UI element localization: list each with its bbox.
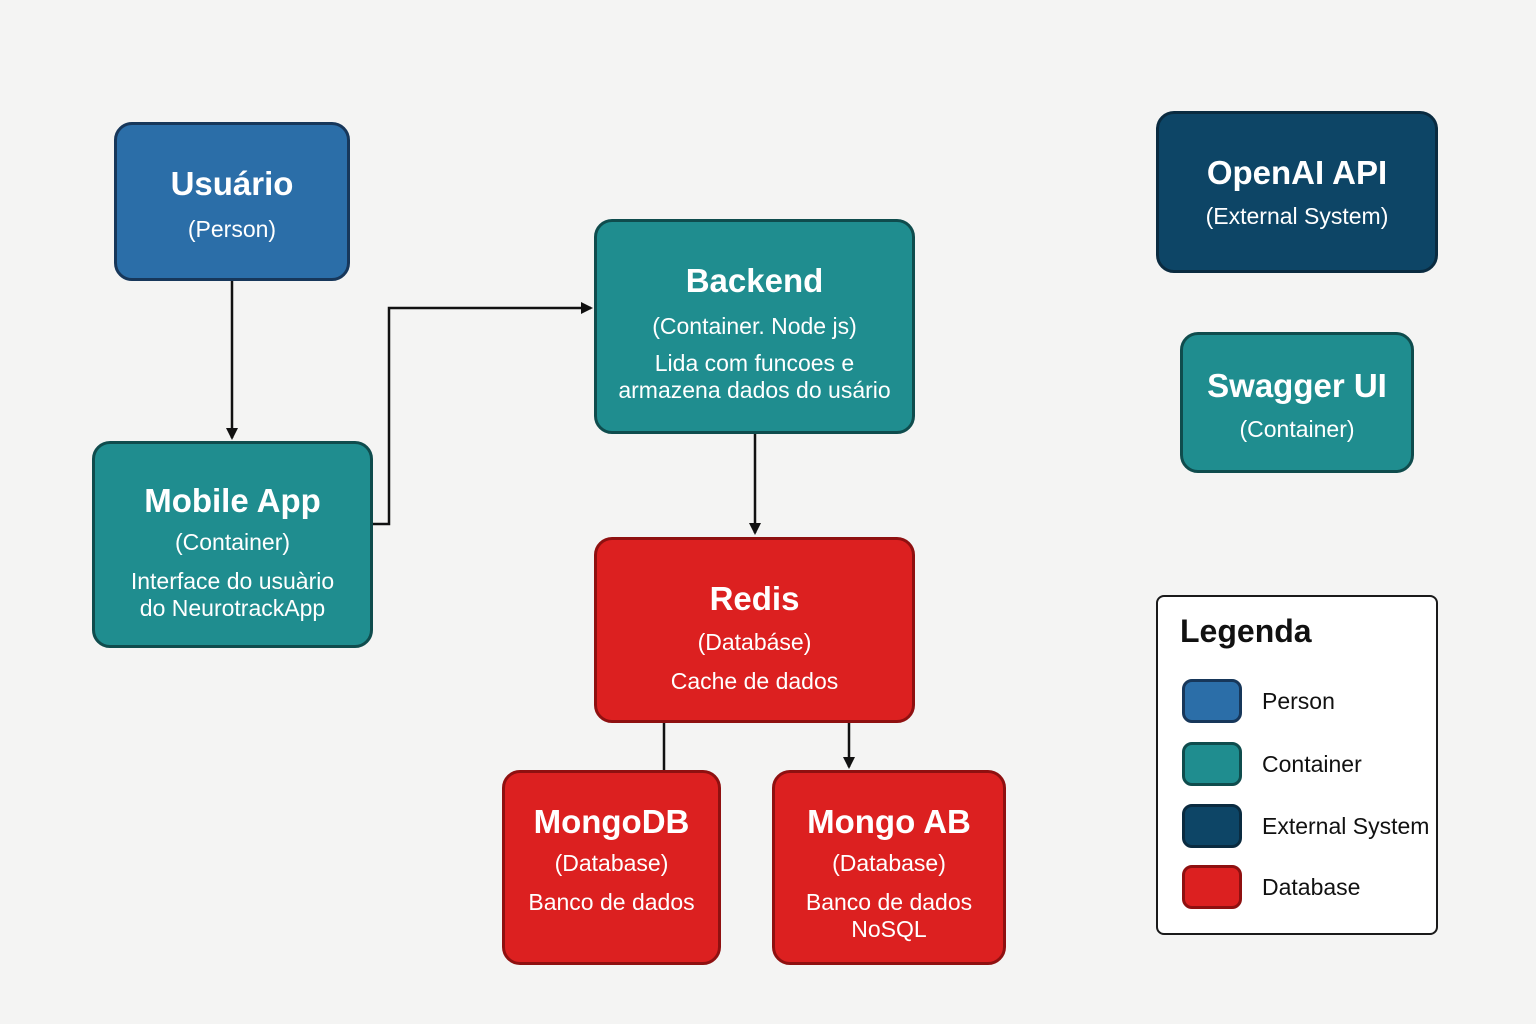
node-kind: (External System) [1205, 203, 1389, 229]
node-description-line: do NeurotrackApp [139, 595, 326, 621]
legend-item-container: Container [1180, 742, 1430, 790]
node-description-line: Lida com funcoes e [654, 350, 855, 376]
legend-item-person: Person [1180, 679, 1430, 727]
arrow-mobile-app-to-backend [372, 302, 593, 526]
node-kind: (Person) [187, 216, 277, 242]
node-title: MongoDB [533, 803, 690, 840]
node-kind: (Container) [174, 529, 291, 555]
node-kind: (Container) [1239, 416, 1355, 442]
mongo-ab-database-box: Mongo AB (Database) Banco de dados NoSQL [772, 770, 1006, 965]
redis-database-box: Redis (Databáse) Cache de dados [594, 537, 915, 723]
node-kind: (Database) [832, 850, 946, 876]
node-title: Mobile App [144, 482, 321, 519]
node-description-line: armazena dados do usário [618, 377, 891, 403]
mobile-app-container-box: Mobile App (Container) Interface do usuà… [92, 441, 373, 648]
mongodb-database-box: MongoDB (Database) Banco de dados [502, 770, 721, 965]
node-title: Mongo AB [807, 803, 971, 840]
node-description-line: Cache de dados [670, 668, 839, 694]
swagger-ui-container-box: Swagger UI (Container) [1180, 332, 1414, 473]
legend-swatch-container [1182, 742, 1242, 786]
usuario-person-box: Usuário (Person) [114, 122, 350, 281]
legend-label: Container [1262, 751, 1362, 777]
legend-swatch-database [1182, 865, 1242, 909]
node-title: Redis [709, 580, 800, 617]
legend-swatch-person [1182, 679, 1242, 723]
legend-label: Database [1262, 874, 1361, 900]
node-description-line: Banco de dados [805, 889, 973, 915]
node-description-line: Interface do usuàrio [130, 568, 335, 594]
legend-swatch-external-system [1182, 804, 1242, 848]
backend-container-box: Backend (Container. Node js) Lida com fu… [594, 219, 915, 434]
node-title: Swagger UI [1207, 367, 1387, 404]
legend-label: Person [1262, 688, 1335, 714]
legend-item-external-system: External System [1180, 804, 1430, 852]
node-title: Usuário [170, 165, 294, 202]
node-kind: (Databáse) [697, 629, 812, 655]
legend-item-database: Database [1180, 865, 1430, 913]
node-kind: (Container. Node js) [652, 313, 857, 339]
openai-api-external-box: OpenAI API (External System) [1156, 111, 1438, 273]
legend: Legenda Person Container External System… [1156, 595, 1438, 935]
legend-label: External System [1262, 813, 1430, 839]
legend-title: Legenda [1180, 613, 1312, 649]
node-kind: (Database) [554, 850, 669, 876]
node-title: OpenAI API [1206, 154, 1388, 191]
node-description-line: NoSQL [851, 916, 927, 942]
node-title: Backend [685, 262, 824, 299]
node-description-line: Banco de dados [528, 889, 695, 915]
